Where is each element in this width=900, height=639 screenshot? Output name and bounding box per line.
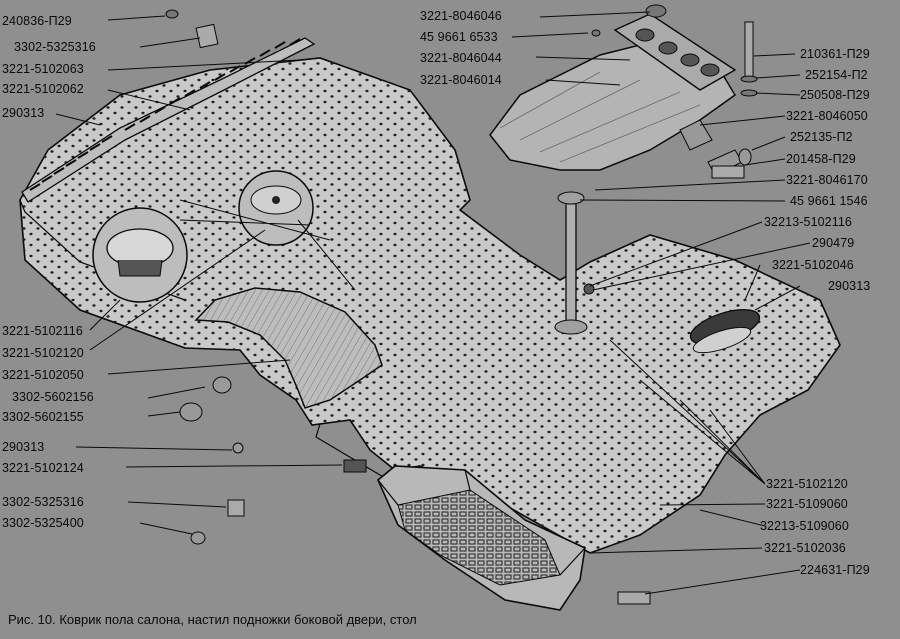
part-label-left: 3221-5102120 <box>2 346 84 360</box>
part-label-right: 210361-П29 <box>800 47 870 61</box>
part-label-top: 3221-8046014 <box>420 73 502 87</box>
part-label-left: 3302-5602155 <box>2 410 84 424</box>
part-label-right: 201458-П29 <box>786 152 856 166</box>
door-step-tray <box>377 465 586 611</box>
part-label-right: 32213-5109060 <box>760 519 849 533</box>
part-label-right: 224631-П29 <box>800 563 870 577</box>
part-label-left: 3221-5102063 <box>2 62 84 76</box>
part-label-right: 250508-П29 <box>800 88 870 102</box>
part-label-top: 3221-8046044 <box>420 51 502 65</box>
part-label-left: 3302-5325316 <box>14 40 96 54</box>
part-label-right: 252154-П2 <box>805 68 868 82</box>
part-label-right: 45 9661 1546 <box>790 194 868 208</box>
fasteners <box>165 9 758 605</box>
part-label-right: 3221-5102120 <box>766 477 848 491</box>
part-label-left: 3302-5325316 <box>2 495 84 509</box>
part-label-left: 3221-5102062 <box>2 82 84 96</box>
part-label-left: 3221-5102050 <box>2 368 84 382</box>
part-label-top: 3221-8046046 <box>420 9 502 23</box>
figure-caption: Рис. 10. Коврик пола салона, настил подн… <box>8 612 417 627</box>
part-label-left: 290313 <box>2 106 45 120</box>
oval-plug <box>689 308 761 354</box>
part-label-right: 3221-5102036 <box>764 541 846 555</box>
part-label-left: 3302-5602156 <box>12 390 94 404</box>
part-label-top: 45 9661 6533 <box>420 30 498 44</box>
floor-mat <box>19 57 841 554</box>
wheel-arch-cover <box>194 287 383 409</box>
leader-lines <box>55 11 811 595</box>
detail-callouts <box>92 170 314 303</box>
part-label-left: 3221-5102124 <box>2 461 84 475</box>
part-label-right: 3221-5109060 <box>766 497 848 511</box>
front-rib-strip <box>21 37 316 203</box>
part-label-left: 240836-П29 <box>2 14 72 28</box>
part-label-left: 3221-5102116 <box>2 324 83 338</box>
part-label-right: 3221-8046170 <box>786 173 868 187</box>
part-label-right: 290313 <box>828 279 871 293</box>
part-label-right: 32213-5102116 <box>764 215 852 229</box>
part-label-left: 290313 <box>2 440 45 454</box>
part-label-left: 3302-5325400 <box>2 516 84 530</box>
part-label-right: 290479 <box>812 236 855 250</box>
table-assembly <box>489 4 743 335</box>
part-label-right: 252135-П2 <box>790 130 853 144</box>
part-label-right: 3221-8046050 <box>786 109 868 123</box>
part-label-right: 3221-5102046 <box>772 258 854 272</box>
